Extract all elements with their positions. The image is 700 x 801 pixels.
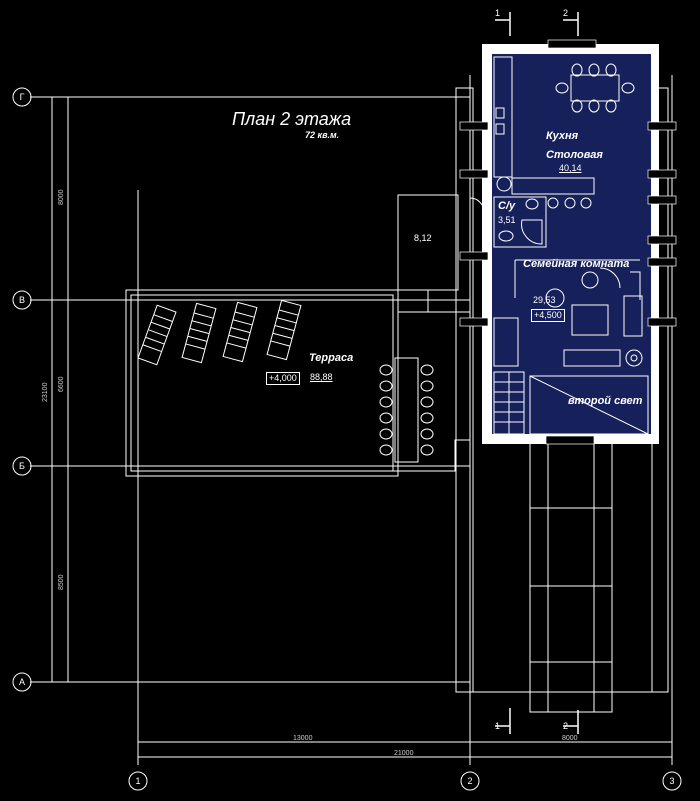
dim-bottom-left: 13000 (293, 735, 313, 742)
dim-bottom-right: 8000 (562, 735, 578, 742)
section-mark-2-top: 2 (563, 8, 569, 18)
fireplace-icon (625, 349, 643, 367)
axis-label-g: Г (19, 92, 25, 102)
sofa (563, 349, 621, 367)
room-label-terrace: Терраса (309, 352, 354, 364)
terrace-outline (125, 289, 399, 477)
axis-bubble-g (12, 87, 32, 107)
armchair-round-icon (545, 288, 565, 308)
axis-label-1: 1 (135, 776, 141, 786)
kitchen-island (511, 177, 595, 195)
sun-loungers (137, 299, 302, 366)
room-label-family: Семейная комната (523, 258, 630, 270)
axis-label-2: 2 (467, 776, 473, 786)
axis-label-b: Б (19, 461, 25, 471)
area-stair-landing: 8,12 (414, 233, 432, 243)
area-family: 29,53 (533, 295, 556, 305)
axis-bubble-a (12, 672, 32, 692)
level-family: +4,500 (531, 309, 565, 322)
plan-title: План 2 этажа (232, 109, 352, 129)
stairs-down (493, 371, 525, 435)
room-label-kitchen: Кухня (546, 130, 579, 142)
dim-bottom-total: 21000 (394, 750, 414, 757)
area-kitchen: 40,14 (559, 163, 582, 173)
section-mark-2-bottom: 2 (563, 721, 569, 731)
room-label-void: второй свет (568, 395, 643, 407)
room-label-dining: Столовая (546, 149, 603, 161)
axis-label-v: В (18, 295, 25, 305)
dining-table (570, 74, 620, 102)
area-wc: 3,51 (498, 215, 516, 225)
terrace-table (379, 357, 434, 463)
area-terrace: 88,88 (310, 372, 333, 382)
dining-chairs (555, 63, 635, 113)
plan-total-area: 72 кв.м. (305, 130, 340, 140)
room-label-wc: С/у (498, 200, 516, 212)
dim-left-top: 8000 (58, 189, 65, 205)
terrace-stair-edge (397, 290, 470, 313)
axis-bubble-b (12, 456, 32, 476)
axis-bubble-1 (128, 771, 148, 791)
building-interior (492, 54, 651, 434)
wc-walls (493, 196, 547, 248)
tv-rug (571, 304, 609, 336)
dim-left-bottom: 8500 (58, 574, 65, 590)
section-mark-1-top: 1 (495, 8, 501, 18)
glazed-void-inner (547, 439, 595, 713)
axis-bubble-3 (662, 771, 682, 791)
glazed-void (529, 439, 613, 713)
axis-bubble-2 (460, 771, 480, 791)
axis-bubble-v (12, 290, 32, 310)
axis-label-3: 3 (669, 776, 675, 786)
axis-label-a: А (18, 677, 25, 687)
terrace-inner (130, 294, 394, 472)
double-height-void (529, 375, 649, 435)
level-terrace: +4,000 (266, 372, 300, 385)
armchair (623, 295, 643, 337)
dim-left-total: 23100 (42, 382, 49, 402)
terrace-right-edge (393, 439, 470, 472)
dim-left-mid: 6600 (58, 376, 65, 392)
section-mark-1-bottom: 1 (495, 721, 501, 731)
